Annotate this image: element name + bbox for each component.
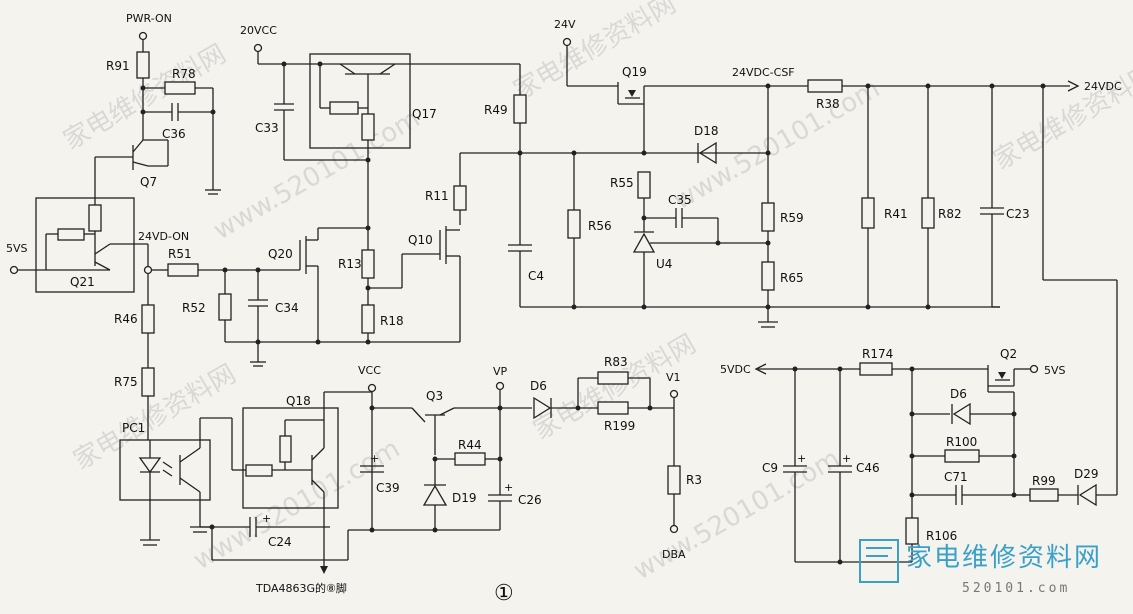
- label-r100: R100: [946, 435, 977, 449]
- section-vp-v1: D6 R83 R199 V1 R3 DBA: [500, 355, 702, 561]
- label-r106: R106: [926, 529, 957, 543]
- label-r51: R51: [168, 247, 192, 261]
- net-5vs-left: 5VS: [6, 242, 28, 255]
- section-24vdc-output: R38 24VDC R41 R82 C23: [768, 79, 1122, 496]
- label-r52: R52: [182, 301, 206, 315]
- annotation-tda-pin: TDA4863G的⑧脚: [255, 581, 347, 595]
- label-c71: C71: [944, 470, 968, 484]
- section-24vd-on: 24VD-ON R51 R52 C34 R46 R75: [114, 230, 460, 440]
- site-logo: 家电维修资料网 520101.com: [859, 539, 1102, 596]
- label-r11: R11: [425, 189, 449, 203]
- label-r78: R78: [172, 67, 196, 81]
- label-q17: Q17: [412, 107, 437, 121]
- label-r44: R44: [458, 438, 482, 452]
- label-q10: Q10: [408, 233, 433, 247]
- watermark-site-4: www.520101.com: [629, 444, 846, 586]
- label-c24: C24: [268, 535, 292, 549]
- label-r18: R18: [380, 314, 404, 328]
- net-20vcc: 20VCC: [240, 24, 277, 37]
- label-r55: R55: [610, 176, 634, 190]
- label-u4: U4: [656, 257, 672, 271]
- section-vcc-q3: VCC + C39 Q3 R44 D19 VP: [358, 364, 542, 533]
- label-r38: R38: [816, 97, 840, 111]
- label-r46: R46: [114, 312, 138, 326]
- label-d19: D19: [452, 491, 477, 505]
- label-c34: C34: [275, 301, 299, 315]
- label-d18: D18: [694, 124, 719, 138]
- label-r13: R13: [338, 257, 362, 271]
- label-r99: R99: [1032, 474, 1056, 488]
- svg-text:+: +: [262, 512, 271, 525]
- section-24v: 24V Q19 24VDC-CSF D18 R56 R55: [554, 18, 804, 328]
- net-24v: 24V: [554, 18, 576, 31]
- svg-text:+: +: [504, 481, 513, 494]
- net-v1: V1: [666, 371, 681, 384]
- net-24vd-on: 24VD-ON: [138, 230, 189, 243]
- label-q7: Q7: [140, 175, 157, 189]
- net-5vs-right: 5VS: [1044, 364, 1066, 377]
- label-c9: C9: [762, 461, 778, 475]
- label-r199: R199: [604, 419, 635, 433]
- label-q3: Q3: [426, 389, 443, 403]
- label-d29: D29: [1074, 467, 1099, 481]
- label-r41: R41: [884, 207, 908, 221]
- label-r83: R83: [604, 355, 628, 369]
- label-q2: Q2: [1000, 347, 1017, 361]
- label-pc1: PC1: [122, 421, 145, 435]
- svg-text:+: +: [842, 452, 851, 465]
- label-c33: C33: [255, 121, 279, 135]
- net-vp: VP: [493, 365, 508, 378]
- net-dba: DBA: [662, 548, 686, 561]
- watermark-site-2: www.520101.com: [669, 74, 886, 216]
- label-r49: R49: [484, 103, 508, 117]
- label-r3: R3: [686, 473, 702, 487]
- watermark-text-2: 家电维修资料网: [509, 0, 682, 106]
- net-24vdc: 24VDC: [1084, 80, 1122, 93]
- logo-emblem-icon: [859, 539, 899, 583]
- section-q10: R49 R11 Q10 C4: [408, 64, 1000, 342]
- label-c36: C36: [162, 127, 186, 141]
- label-r56: R56: [588, 219, 612, 233]
- label-c35: C35: [668, 193, 692, 207]
- svg-text:+: +: [797, 452, 806, 465]
- label-r65: R65: [780, 271, 804, 285]
- label-q19: Q19: [622, 65, 647, 79]
- section-pwr-on: PWR-ON R91 R78 C36 Q7: [6, 12, 221, 293]
- net-vcc: VCC: [358, 364, 381, 377]
- label-c26: C26: [518, 493, 542, 507]
- label-d6-left: D6: [530, 379, 547, 393]
- label-r174: R174: [862, 347, 893, 361]
- logo-text: 家电维修资料网: [906, 543, 1102, 573]
- svg-text:+: +: [370, 452, 379, 465]
- label-q20: Q20: [268, 247, 293, 261]
- label-r91: R91: [106, 59, 130, 73]
- section-5vdc: 5VDC R174 Q2 5VS D6 R100: [720, 347, 1099, 565]
- watermark-text-3: 家电维修资料网: [989, 59, 1133, 176]
- label-c4: C4: [528, 269, 544, 283]
- logo-site: 520101.com: [962, 581, 1070, 596]
- figure-number: ①: [494, 581, 514, 606]
- net-pwr-on: PWR-ON: [126, 12, 172, 25]
- label-c23: C23: [1006, 207, 1030, 221]
- net-24vdc-csf: 24VDC-CSF: [732, 66, 795, 79]
- label-r75: R75: [114, 375, 138, 389]
- label-q18: Q18: [286, 394, 311, 408]
- watermark-layer: 家电维修资料网 www.520101.com 家电维修资料网 www.52010…: [59, 0, 1133, 586]
- label-r82: R82: [938, 207, 962, 221]
- label-d6-right: D6: [950, 387, 967, 401]
- section-pc1-q18: PC1 + C24 Q18: [119, 391, 432, 595]
- label-q21: Q21: [70, 275, 95, 289]
- label-r59: R59: [780, 211, 804, 225]
- net-5vdc: 5VDC: [720, 363, 751, 376]
- label-c46: C46: [856, 461, 880, 475]
- section-20vcc: 20VCC C33 Q17 Q20: [240, 24, 520, 342]
- watermark-site-1: www.520101.com: [209, 104, 426, 246]
- label-c39: C39: [376, 481, 400, 495]
